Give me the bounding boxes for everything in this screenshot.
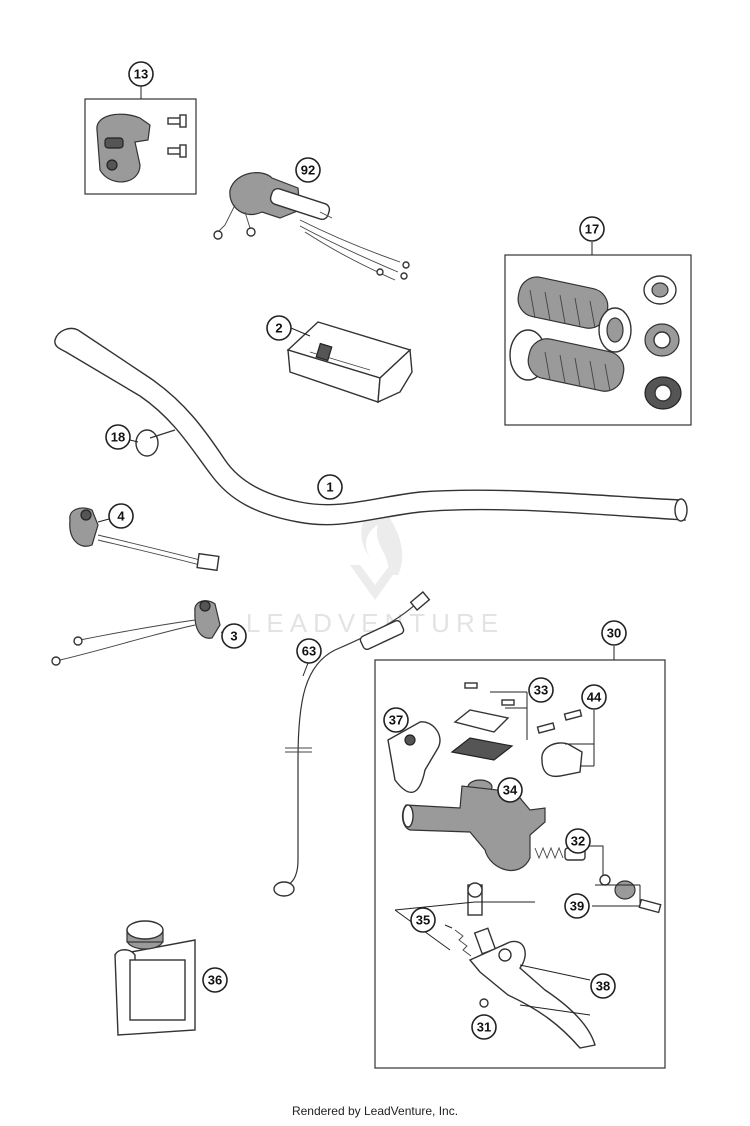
grip-cam-icon xyxy=(644,376,682,410)
watermark-logo-icon xyxy=(350,500,403,600)
callout-32[interactable]: 32 xyxy=(565,828,591,854)
callout-34[interactable]: 34 xyxy=(497,777,523,803)
handlebar-icon xyxy=(54,327,686,526)
callout-label: 2 xyxy=(275,321,282,336)
watermark: LEADVENTURE xyxy=(246,500,498,638)
screw-icon xyxy=(167,114,187,128)
callout-label: 63 xyxy=(302,644,316,659)
part-17-group xyxy=(504,242,692,426)
callout-label: 1 xyxy=(326,480,333,495)
part-2-group xyxy=(286,321,413,404)
part-63-group xyxy=(273,591,431,897)
part-13-group xyxy=(84,86,197,195)
callout-44[interactable]: 44 xyxy=(581,684,607,710)
callout-38[interactable]: 38 xyxy=(590,973,616,999)
nut-icon xyxy=(479,998,489,1008)
lever-boot-icon xyxy=(387,721,441,793)
callout-label: 32 xyxy=(571,834,585,849)
callout-63[interactable]: 63 xyxy=(296,638,322,664)
callout-label: 13 xyxy=(134,67,148,82)
callout-92[interactable]: 92 xyxy=(295,157,321,183)
nut-icon xyxy=(614,880,636,900)
callout-label: 31 xyxy=(477,1020,491,1035)
callout-label: 3 xyxy=(230,629,237,644)
connector-icon xyxy=(196,552,220,572)
screw-icon xyxy=(501,699,515,706)
grip-cam-icon xyxy=(643,275,677,305)
callout-label: 39 xyxy=(570,899,584,914)
throttle-cable-icon xyxy=(299,219,401,263)
grip-lower-icon xyxy=(509,329,625,392)
callout-35[interactable]: 35 xyxy=(410,907,436,933)
reservoir-gasket-icon xyxy=(450,737,514,761)
callout-39[interactable]: 39 xyxy=(564,893,590,919)
part-92-group xyxy=(213,172,410,281)
screw-icon xyxy=(464,682,478,689)
part-1-group xyxy=(54,327,688,526)
callout-13[interactable]: 13 xyxy=(128,61,154,87)
callout-label: 34 xyxy=(503,783,518,798)
callout-18[interactable]: 18 xyxy=(105,424,131,450)
part-3-group xyxy=(51,600,233,666)
switch-housing-icon xyxy=(96,113,151,183)
part-17-box xyxy=(504,254,692,426)
part-30-group xyxy=(374,646,666,1069)
callout-label: 33 xyxy=(534,683,548,698)
callout-17[interactable]: 17 xyxy=(579,216,605,242)
callouts: 13 92 17 2 18 1 4 3 63 30 33 44 37 34 32 xyxy=(105,61,627,1040)
callout-label: 35 xyxy=(416,913,430,928)
callout-label: 36 xyxy=(208,973,222,988)
footer-credit: Rendered by LeadVenture, Inc. xyxy=(291,1104,459,1118)
callout-36[interactable]: 36 xyxy=(202,967,228,993)
master-cylinder-icon xyxy=(401,785,546,871)
switch-button-icon xyxy=(104,137,124,149)
part-36-group xyxy=(114,920,196,1036)
callout-2[interactable]: 2 xyxy=(266,315,292,341)
clutch-lever-icon xyxy=(468,940,596,1049)
callout-31[interactable]: 31 xyxy=(471,1014,497,1040)
part-30-box xyxy=(374,659,666,1069)
throttle-tube-icon xyxy=(269,187,331,221)
spring-icon xyxy=(534,846,564,860)
callout-4[interactable]: 4 xyxy=(108,503,134,529)
callout-33[interactable]: 33 xyxy=(528,677,554,703)
screw-icon xyxy=(167,144,187,158)
clip-icon xyxy=(599,874,611,886)
callout-label: 4 xyxy=(117,509,125,524)
switch-knob-icon xyxy=(106,159,118,171)
grip-upper-icon xyxy=(517,276,632,353)
callout-label: 30 xyxy=(607,626,621,641)
part-4-group xyxy=(69,507,220,572)
callout-1[interactable]: 1 xyxy=(317,474,343,500)
callout-label: 17 xyxy=(585,222,599,237)
callout-3[interactable]: 3 xyxy=(221,623,247,649)
bar-clamp-icon xyxy=(541,742,583,778)
callout-label: 92 xyxy=(301,163,315,178)
reservoir-cover-icon xyxy=(453,709,510,733)
callout-label: 38 xyxy=(596,979,610,994)
callout-30[interactable]: 30 xyxy=(601,620,627,646)
part-18-group xyxy=(129,429,176,457)
callout-label: 18 xyxy=(111,430,125,445)
cable-tie-icon xyxy=(135,429,159,457)
callout-label: 44 xyxy=(587,690,602,705)
callout-label: 37 xyxy=(389,713,403,728)
grip-cam-icon xyxy=(644,323,680,357)
callout-37[interactable]: 37 xyxy=(383,707,409,733)
